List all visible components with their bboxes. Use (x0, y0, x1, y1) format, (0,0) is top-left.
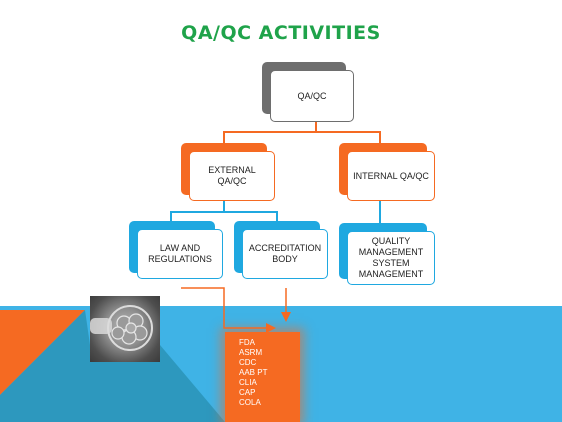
agency-item: AAB PT (239, 368, 268, 377)
agency-item: CLIA (239, 378, 257, 387)
agency-item: COLA (239, 398, 261, 407)
connector-law (170, 211, 172, 223)
agency-item: CAP (239, 388, 256, 397)
agency-list: FDA ASRM CDC AAB PT CLIA CAP COLA (225, 332, 300, 422)
agency-item: CDC (239, 358, 257, 367)
embryo-illustration (90, 305, 153, 351)
teal-left-wedge (0, 310, 90, 422)
teal-wedge (90, 345, 225, 422)
connector-root (315, 122, 317, 132)
accreditation-node: ACCREDITATION BODY (242, 229, 328, 279)
connector-level1-horizontal (223, 131, 380, 133)
law-node: LAW AND REGULATIONS (137, 229, 223, 279)
arrow-from-law (181, 287, 268, 329)
root-node: QA/QC (270, 70, 354, 122)
connector-internal (379, 131, 381, 145)
connector-external-down (223, 200, 225, 212)
arrow-head-accreditation (281, 312, 291, 322)
connector-level2-horizontal (170, 211, 277, 213)
arrow-head-law (266, 323, 276, 333)
external-node: EXTERNAL QA/QC (189, 151, 275, 201)
quality-node: QUALITY MANAGEMENT SYSTEM MANAGEMENT (347, 231, 435, 285)
agency-item: ASRM (239, 348, 263, 357)
connector-external (223, 131, 225, 145)
embryo-photo (90, 296, 160, 362)
internal-node: INTERNAL QA/QC (347, 151, 435, 201)
page-title: QA/QC ACTIVITIES (181, 22, 381, 44)
agency-item: FDA (239, 338, 255, 347)
connector-accreditation (276, 211, 278, 223)
connector-internal-down (379, 200, 381, 224)
